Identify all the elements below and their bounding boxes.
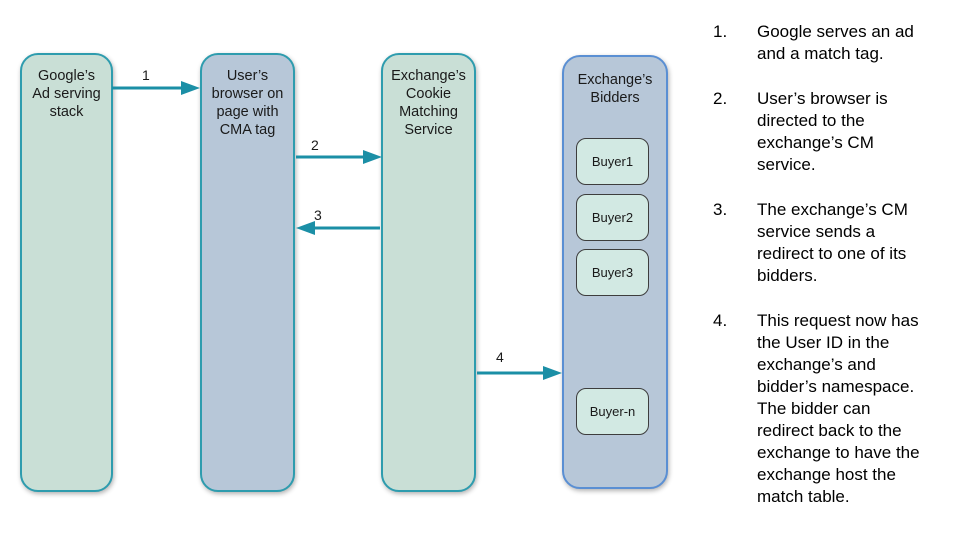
- node-browser-label: User’s browser on page with CMA tag: [211, 68, 284, 138]
- arrow-step-1-right-icon: [112, 81, 200, 95]
- step-item-2: 2. User’s browser is directed to the exc…: [713, 88, 948, 176]
- node-google-ad-stack: Google’s Ad serving stack: [20, 53, 113, 492]
- buyer-n-box: Buyer-n: [576, 388, 649, 435]
- buyer2-box: Buyer2: [576, 194, 649, 241]
- arrow-3-number: 3: [314, 207, 322, 223]
- step-1-text: Google serves an ad and a match tag.: [757, 22, 914, 63]
- step-4-text: This request now has the User ID in the …: [757, 311, 920, 506]
- arrow-step-4-right-icon: [477, 366, 562, 380]
- step-1-number: 1.: [713, 22, 728, 41]
- steps-panel: 1. Google serves an ad and a match tag. …: [713, 21, 948, 531]
- step-2-number: 2.: [713, 89, 728, 108]
- buyer3-label: Buyer3: [591, 265, 634, 280]
- step-item-3: 3. The exchange’s CM service sends a red…: [713, 199, 948, 287]
- buyer2-label: Buyer2: [591, 210, 634, 225]
- arrow-2-number: 2: [311, 137, 319, 153]
- step-4-number: 4.: [713, 311, 728, 330]
- node-exchange-bidders: Exchange’s Bidders Buyer1 Buyer2 Buyer3 …: [562, 55, 668, 489]
- node-google-label: Google’s Ad serving stack: [32, 68, 101, 120]
- step-item-1: 1. Google serves an ad and a match tag.: [713, 21, 948, 65]
- node-cms-label: Exchange’s Cookie Matching Service: [391, 68, 466, 138]
- node-cookie-matching-service: Exchange’s Cookie Matching Service: [381, 53, 476, 492]
- buyer1-label: Buyer1: [591, 154, 634, 169]
- arrow-4-number: 4: [496, 349, 504, 365]
- arrow-step-3-left-icon: [296, 221, 380, 235]
- arrow-step-2-right-icon: [296, 150, 382, 164]
- node-user-browser: User’s browser on page with CMA tag: [200, 53, 295, 492]
- buyer-n-label: Buyer-n: [589, 404, 636, 419]
- step-3-number: 3.: [713, 200, 728, 219]
- arrow-1-number: 1: [142, 67, 150, 83]
- step-item-4: 4. This request now has the User ID in t…: [713, 310, 948, 508]
- buyer3-box: Buyer3: [576, 249, 649, 296]
- buyer1-box: Buyer1: [576, 138, 649, 185]
- step-3-text: The exchange’s CM service sends a redire…: [757, 200, 908, 285]
- node-bidders-label: Exchange’s Bidders: [577, 72, 653, 106]
- step-2-text: User’s browser is directed to the exchan…: [757, 89, 888, 174]
